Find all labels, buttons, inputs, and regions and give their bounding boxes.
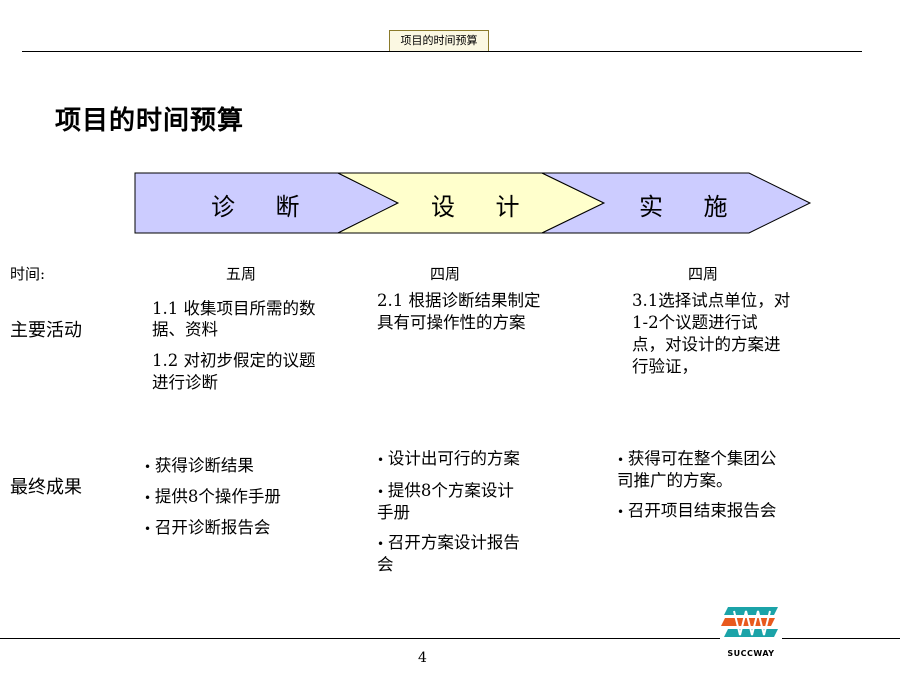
time-implement: 四周	[688, 265, 719, 283]
activity-implement-line: 3.1选择试点单位，对	[632, 291, 791, 310]
phase-label-implement: 实 施	[639, 193, 730, 221]
header-tab: 项目的时间预算	[389, 30, 489, 52]
result-implement-item-cont: 司推广的方案。	[617, 471, 733, 490]
result-diagnose-item: 提供8个操作手册	[144, 486, 281, 509]
result-design-item: 召开方案设计报告	[377, 532, 520, 555]
time-row-label: 时间:	[10, 265, 46, 283]
activity-diagnose-line: 进行诊断	[152, 373, 218, 392]
result-implement-item: 召开项目结束报告会	[617, 500, 777, 523]
phase-arrow-bar: 诊 断 设 计 实 施	[134, 172, 812, 234]
time-diagnose: 五周	[226, 265, 257, 283]
result-design-item: 提供8个方案设计	[377, 480, 514, 503]
top-divider	[22, 51, 862, 52]
activities-row-label: 主要活动	[10, 320, 82, 341]
activity-design-line: 具有可操作性的方案	[377, 313, 526, 332]
result-design-item: 设计出可行的方案	[377, 448, 520, 471]
activity-implement-line: 点，对设计的方案进	[632, 335, 781, 354]
bottom-divider	[0, 638, 900, 639]
phase-label-design: 设 计	[431, 193, 522, 221]
activity-diagnose-line: 1.2 对初步假定的议题	[152, 351, 316, 370]
result-design-item-cont: 会	[377, 555, 394, 574]
logo-mark-icon	[721, 607, 778, 637]
phase-label-diagnose: 诊 断	[211, 193, 302, 221]
phase-shape-implement	[541, 172, 812, 234]
activity-diagnose-line: 据、资料	[152, 320, 218, 339]
activity-implement-line: 行验证，	[632, 357, 698, 376]
result-implement-item: 获得可在整个集团公	[617, 448, 777, 471]
activity-diagnose-line: 1.1 收集项目所需的数	[152, 299, 316, 318]
time-design: 四周	[430, 265, 461, 283]
activity-design-line: 2.1 根据诊断结果制定	[377, 291, 541, 310]
result-design-item-cont: 手册	[377, 503, 410, 522]
results-row-label: 最终成果	[10, 477, 82, 498]
result-diagnose-item: 召开诊断报告会	[144, 517, 271, 540]
page-title: 项目的时间预算	[55, 106, 245, 136]
company-logo: SUCCWAY	[720, 605, 782, 658]
activity-implement-line: 1-2个议题进行试	[632, 313, 758, 332]
logo-text: SUCCWAY	[727, 649, 775, 658]
result-diagnose-item: 获得诊断结果	[144, 455, 254, 478]
page-number: 4	[418, 650, 427, 666]
